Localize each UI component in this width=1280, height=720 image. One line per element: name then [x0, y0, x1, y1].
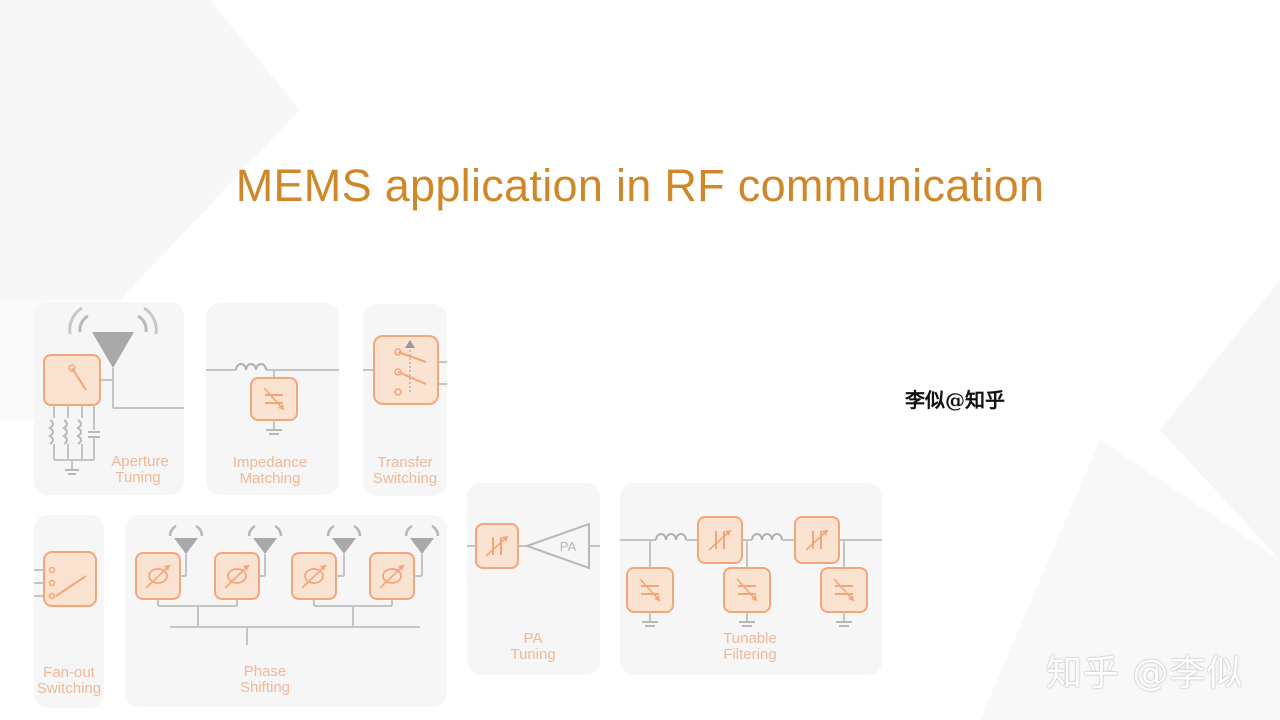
panel-label: Tuning	[510, 646, 555, 663]
author-credit: 李似@知乎	[905, 388, 1005, 412]
panel-pa-tuning: PA PA Tuning	[467, 483, 600, 675]
inductor-icon	[751, 533, 783, 541]
panel-label: PA	[524, 630, 543, 647]
panel-fanout-switching: Fan-out Switching	[34, 515, 104, 708]
switch-component	[43, 354, 101, 406]
antenna-icon	[92, 332, 134, 368]
panel-label: Shifting	[240, 679, 290, 696]
panel-label: Phase	[244, 663, 287, 680]
panel-label: Tuning	[115, 469, 160, 486]
slide-title: MEMS application in RF communication	[235, 160, 1045, 211]
panel-label: Fan-out	[43, 664, 96, 681]
panel-label: Aperture	[111, 453, 169, 470]
panel-tunable-filtering: Tunable Filtering	[620, 483, 882, 675]
panel-label: Switching	[373, 470, 437, 487]
panel-phase-shifting: Phase Shifting	[125, 515, 447, 707]
inductor-icon	[655, 533, 687, 541]
panel-label: Impedance	[233, 454, 307, 471]
panel-aperture-tuning: Aperture Tuning	[34, 302, 184, 495]
panel-label: Filtering	[723, 646, 776, 663]
fanout-switch	[43, 551, 97, 607]
panel-label: Tunable	[723, 630, 777, 647]
transfer-switch	[373, 335, 439, 405]
panel-transfer-switching: Transfer Switching	[363, 304, 447, 496]
pa-block-label: PA	[560, 539, 577, 554]
panel-impedance-matching: Impedance Matching	[206, 303, 339, 495]
panel-label: Switching	[37, 680, 101, 697]
watermark: 知乎 @李似	[1046, 653, 1244, 694]
inductor-icon	[235, 363, 267, 371]
panel-label: Transfer	[377, 454, 432, 471]
panel-label: Matching	[240, 470, 301, 487]
